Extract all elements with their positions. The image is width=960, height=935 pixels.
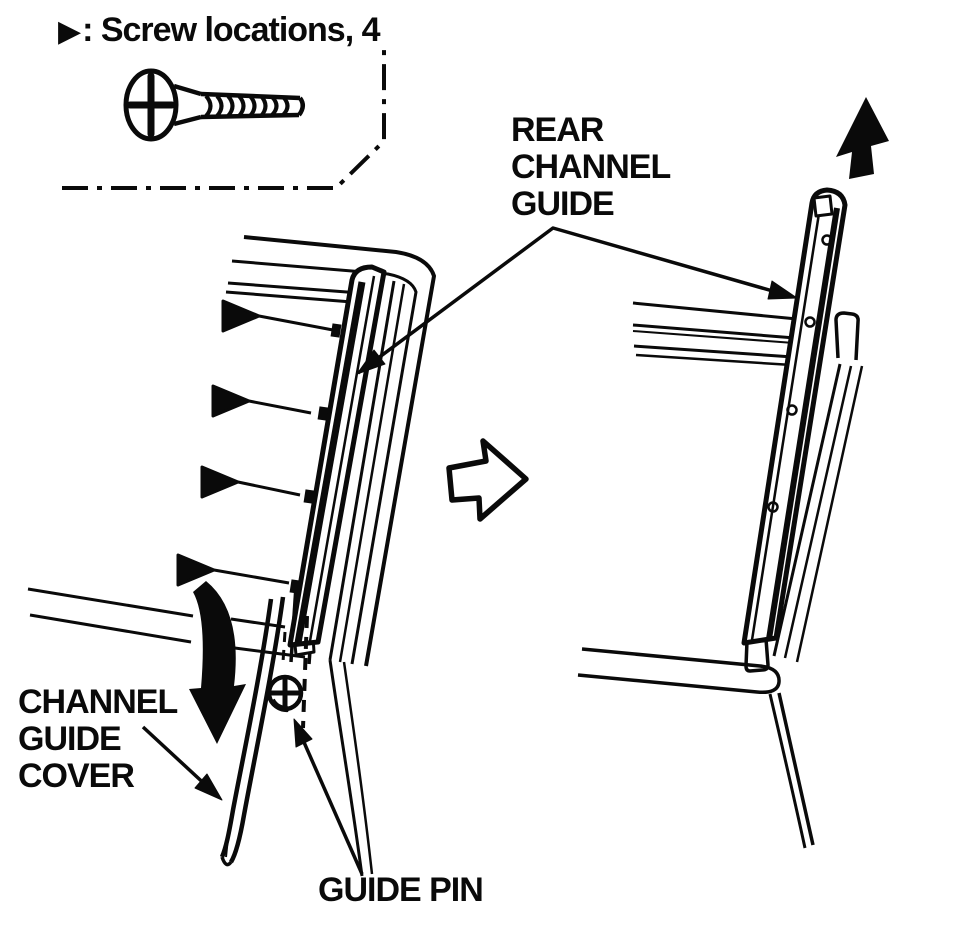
rear-channel-guide-label-line: REAR [511, 111, 604, 149]
right-door-frame [577, 301, 864, 849]
rear-channel-guide-label-line: CHANNEL [511, 148, 671, 186]
channel-guide-cover-label: CHANNEL GUIDE COVER [18, 683, 178, 795]
legend-border [62, 44, 386, 190]
swing-down-arrow-icon [189, 581, 246, 744]
screw-location-marker-icon: ▶ [58, 14, 81, 49]
left-door-frame [27, 235, 436, 877]
lift-up-arrow-icon [836, 97, 889, 179]
screw-locations-legend-text: : Screw locations, 4 [82, 11, 380, 49]
screw-location-arrow [221, 299, 334, 333]
screw-location-arrows [176, 299, 334, 587]
screw-locations-legend: ▶: Screw locations, 4 [58, 11, 381, 50]
rear-channel-guide-leader [356, 226, 798, 375]
screw-location-arrow [200, 465, 301, 499]
screw-location-arrow [176, 553, 290, 587]
channel-guide-cover-label-line: GUIDE [18, 720, 122, 758]
screw-location-arrow [211, 384, 312, 418]
rear-channel-guide-installed [287, 264, 387, 648]
guide-pin-leader [293, 718, 364, 875]
transition-right-arrow-icon [446, 438, 529, 522]
channel-guide-cover-label-line: CHANNEL [18, 683, 178, 721]
guide-pin-label: GUIDE PIN [318, 871, 484, 909]
guide-pin-art [266, 615, 309, 729]
rear-channel-guide-removed [741, 187, 848, 646]
rear-channel-guide-label-line: GUIDE [511, 185, 615, 223]
channel-guide-cover-label-line: COVER [18, 757, 135, 795]
channel-guide-cover-leader [141, 725, 223, 801]
channel-guide-cover-art [219, 596, 286, 867]
screw-icon [123, 68, 305, 142]
rear-channel-guide-label: REAR CHANNEL GUIDE [511, 111, 671, 223]
